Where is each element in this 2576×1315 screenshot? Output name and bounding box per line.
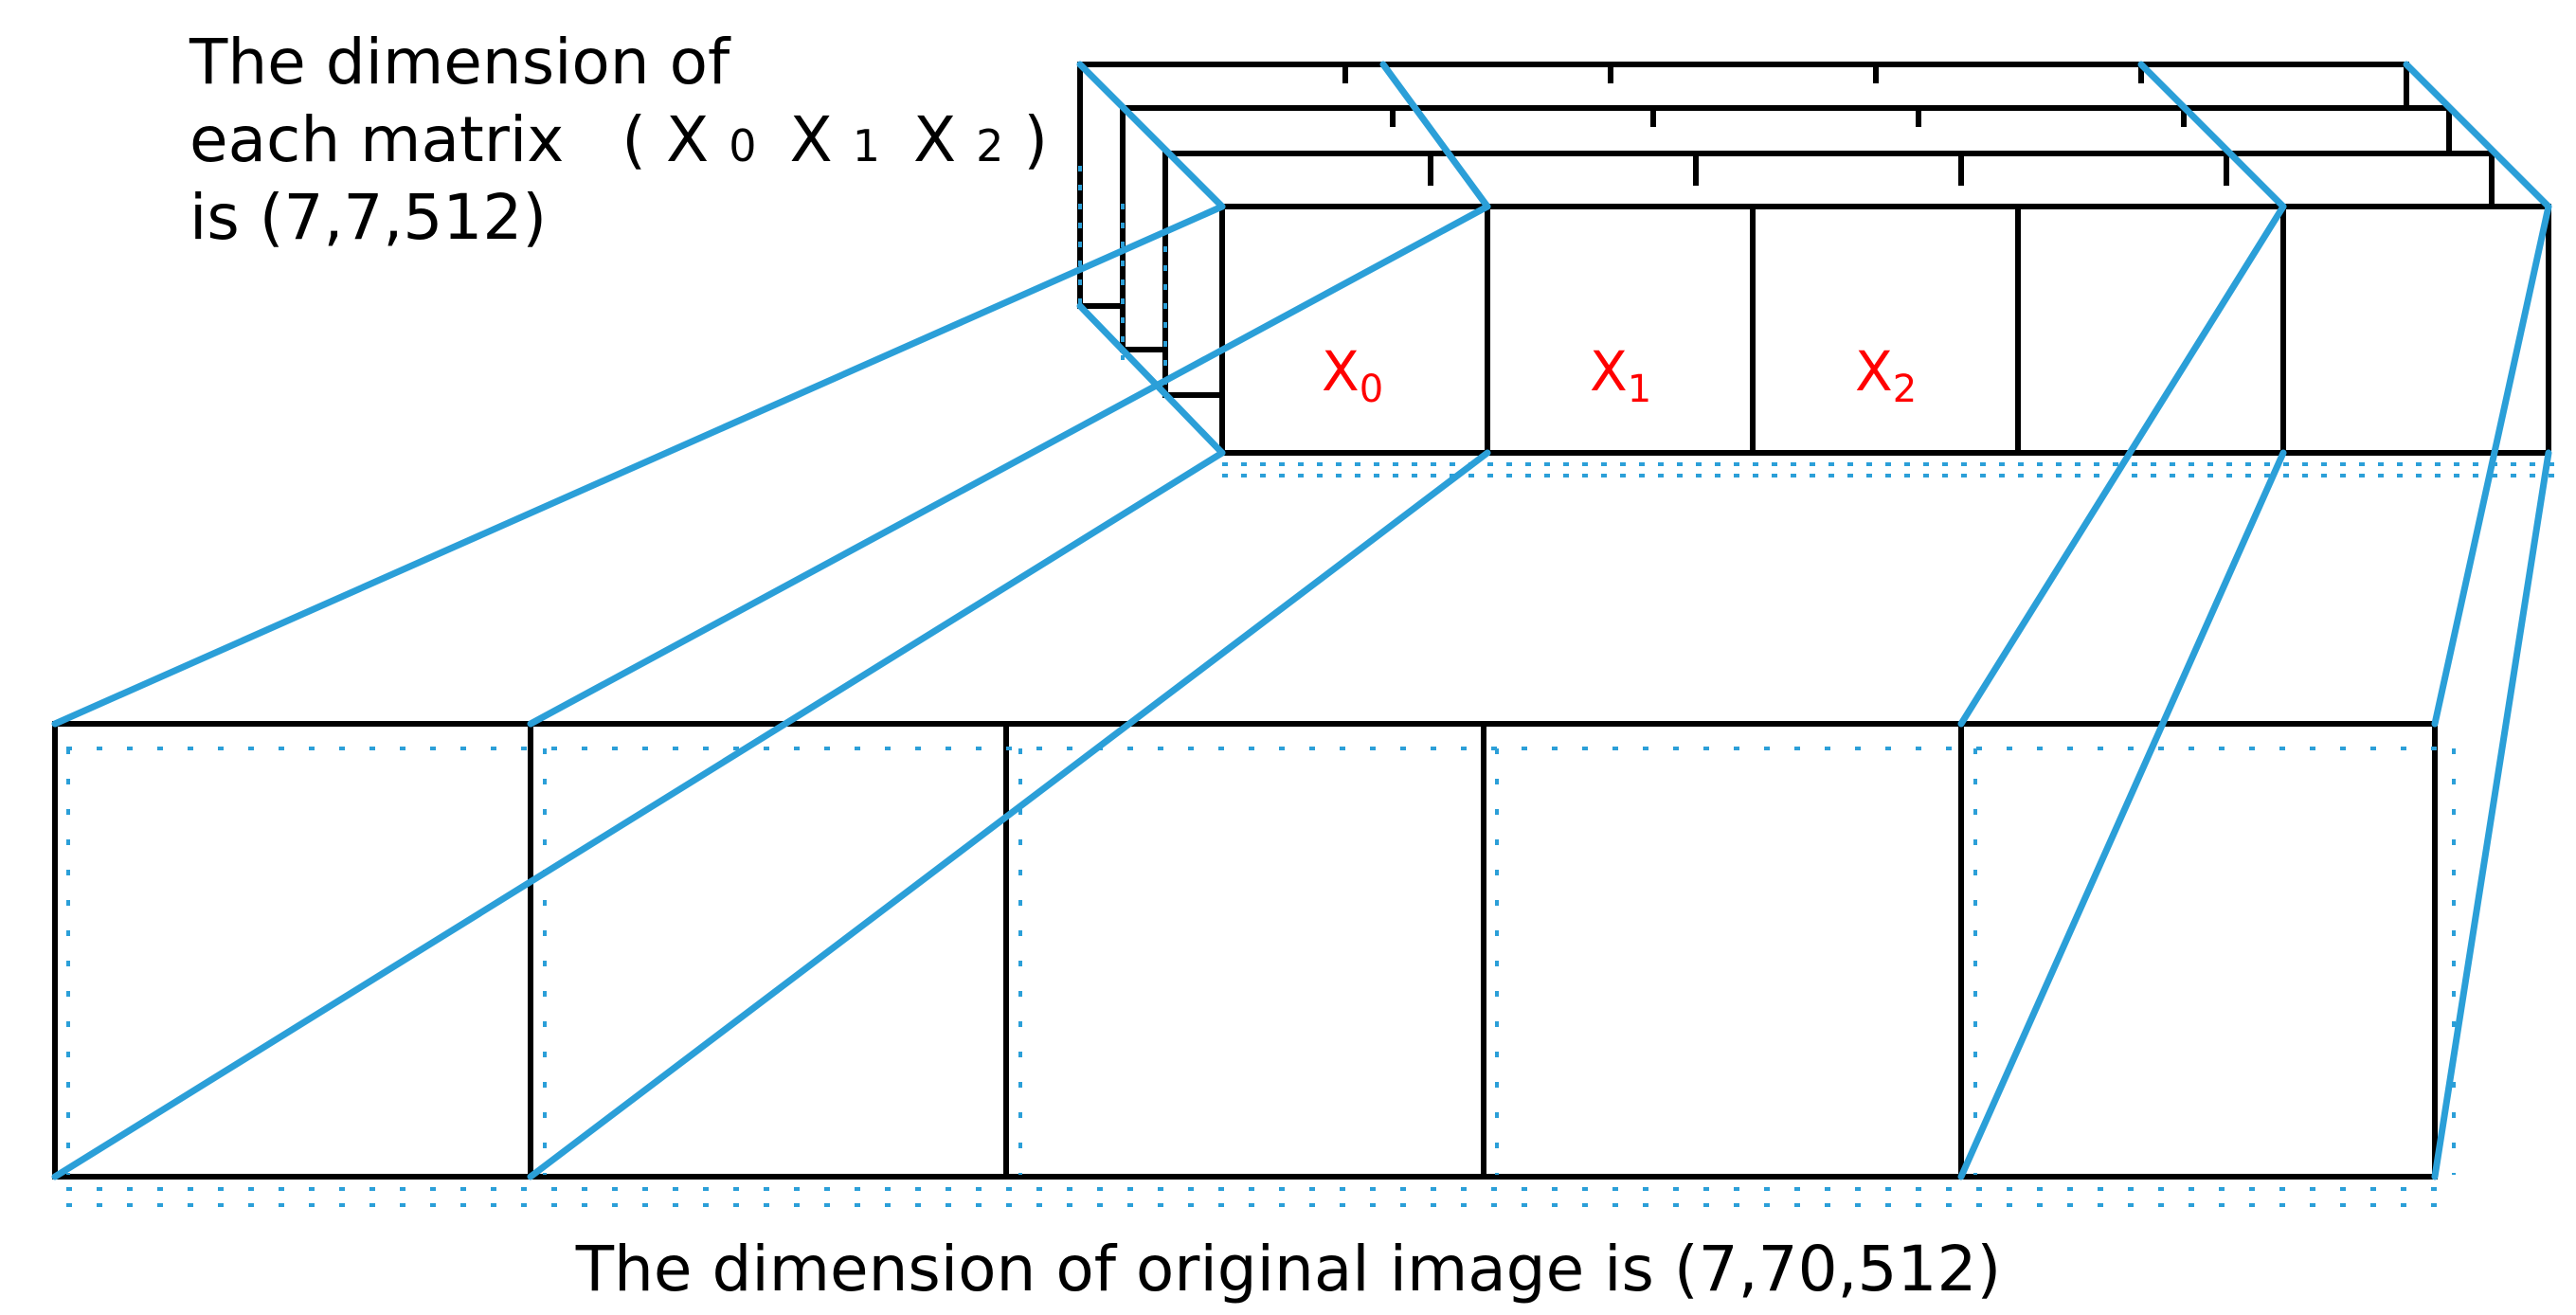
connector-last-right-bottom [2431, 449, 2552, 1180]
matrix-cell-2 [1750, 204, 2021, 456]
connector-x0-left-bottom [51, 449, 1226, 1180]
original-segment-1 [528, 721, 1009, 1180]
original-image-row [52, 721, 2438, 1180]
connector-stack-diag-3 [2137, 61, 2287, 210]
original-segment-3 [1481, 721, 1964, 1180]
matrix-cell-4 [2280, 204, 2551, 456]
stack-layer-ticks [1342, 64, 2229, 186]
connector-stack-diag-4 [2403, 61, 2552, 210]
annotation-line2-prefix: each matrix [189, 103, 564, 176]
connector-last-left-top [1957, 203, 2287, 728]
annotation-close-paren: ) [1023, 103, 1048, 176]
original-dotted-guides [66, 747, 2456, 1207]
matrix-labels: X0 X1 X2 [1322, 339, 1917, 411]
matrix-cell-3 [2015, 204, 2286, 456]
connector-x0-left-top [51, 203, 1226, 728]
connector-last-right-top [2431, 203, 2552, 728]
annotation-item-0-base: X [666, 103, 709, 176]
matrix-label-x2: X2 [1855, 339, 1917, 411]
matrix-label-x0: X0 [1322, 339, 1383, 411]
connector-last-left-bottom [1957, 449, 2287, 1180]
connector-stack-diag-1 [1076, 61, 1226, 210]
annotation-line2: each matrix ( X 0 X 1 X 2 ) [189, 103, 1048, 176]
original-dimension-caption: The dimension of original image is (7,70… [575, 1233, 2002, 1306]
connector-stack-diag-2 [1379, 61, 1491, 210]
matrix-label-x1: X1 [1590, 339, 1651, 411]
original-segment-0 [52, 721, 533, 1180]
original-segment-4 [1958, 721, 2438, 1180]
annotation-item-2-sub: 2 [976, 120, 1003, 171]
annotation-line3: is (7,7,512) [189, 181, 547, 254]
matrix-cell-1 [1485, 204, 1756, 456]
annotation-open-paren: ( [621, 103, 646, 176]
annotation-item-1-sub: 1 [853, 120, 880, 171]
annotation-item-0-sub: 0 [729, 120, 756, 171]
connector-x0-right-top [527, 203, 1491, 728]
annotation-item-1-base: X [789, 103, 832, 176]
stack-dotted-edges [1078, 166, 2558, 477]
connector-lines [51, 61, 2552, 1180]
matrix-dimension-annotation: The dimension of each matrix ( X 0 X 1 X… [189, 26, 1048, 254]
original-segment-2 [1003, 721, 1486, 1180]
annotation-item-2-base: X [913, 103, 956, 176]
annotation-line1: The dimension of [189, 26, 731, 99]
connector-x0-right-bottom [527, 449, 1491, 1180]
connector-stack-diag-5 [1076, 302, 1226, 457]
